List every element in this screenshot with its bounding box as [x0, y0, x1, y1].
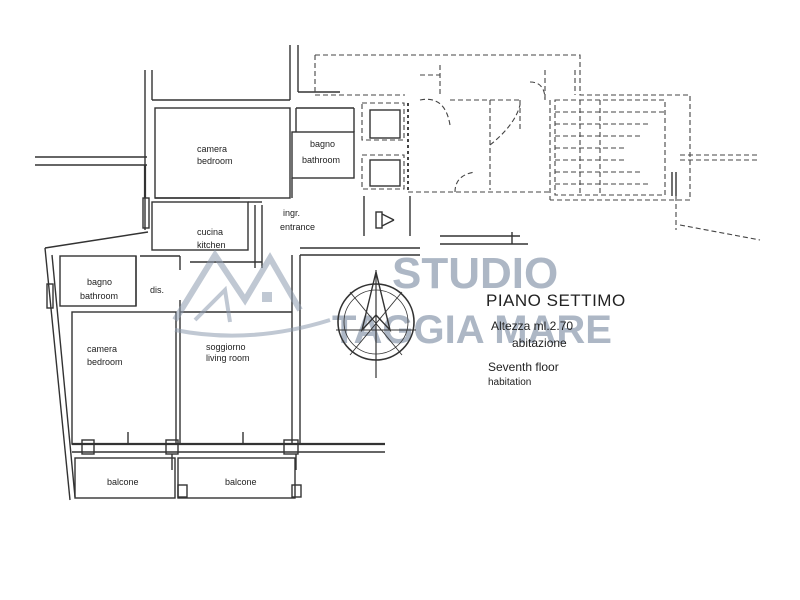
room-camera-top-it: camera: [197, 144, 227, 154]
watermark-logo: [172, 249, 331, 338]
room-camera-bottom-en: bedroom: [87, 357, 123, 367]
room-camera-bottom-it: camera: [87, 344, 117, 354]
common-area: [314, 54, 761, 241]
floor-title-en: Seventh floor: [488, 360, 559, 374]
room-cucina-it: cucina: [197, 227, 223, 237]
room-camera-top-en: bedroom: [197, 156, 233, 166]
room-disimpegno: dis.: [150, 285, 164, 295]
room-soggiorno-it: soggiorno: [206, 342, 246, 352]
walls: [35, 45, 528, 501]
compass-icon: [336, 270, 416, 378]
room-soggiorno-en: living room: [206, 353, 250, 363]
use-label-it: abitazione: [512, 336, 567, 350]
room-bagno-top-it: bagno: [310, 139, 335, 149]
stairs-icon: [555, 100, 665, 195]
use-label-en: habitation: [488, 377, 531, 388]
room-ingresso-it: ingr.: [283, 208, 300, 218]
room-cucina-en: kitchen: [197, 240, 226, 250]
room-bagno-left-en: bathroom: [80, 291, 118, 301]
room-labels: camera bedroom bagno bathroom cucina kit…: [80, 139, 340, 487]
room-balcone-left: balcone: [107, 477, 139, 487]
room-ingresso-en: entrance: [280, 222, 315, 232]
height-label: Altezza ml.2.70: [491, 319, 573, 333]
room-bagno-left-it: bagno: [87, 277, 112, 287]
watermark-line1: STUDIO: [392, 249, 558, 298]
room-bagno-top-en: bathroom: [302, 155, 340, 165]
room-balcone-right: balcone: [225, 477, 257, 487]
title-block: PIANO SETTIMO Altezza ml.2.70 abitazione…: [486, 291, 626, 388]
floor-title-it: PIANO SETTIMO: [486, 291, 626, 310]
